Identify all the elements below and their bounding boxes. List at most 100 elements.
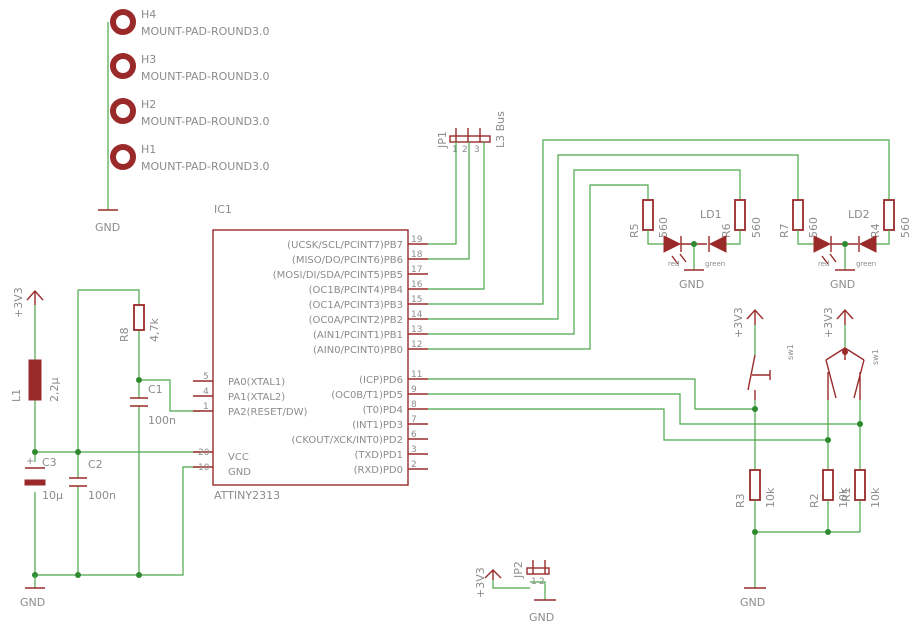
hole-h3: H3 MOUNT-PAD-ROUND3.0 — [110, 53, 270, 83]
pin-number: 17 — [411, 265, 422, 275]
r8-value: 4,7k — [148, 318, 161, 342]
jp2-pin1: 1 — [531, 577, 537, 587]
gnd-label-jp2: GND — [529, 611, 554, 624]
svg-text:1: 1 — [452, 145, 458, 155]
r1-ref: R1 — [840, 487, 853, 502]
jp1-pin2: 2 — [462, 145, 468, 155]
capacitor-c3: + — [24, 456, 46, 486]
pin-label: PA1(XTAL2) — [228, 392, 285, 403]
supply-arrow-left — [26, 289, 44, 305]
pin-label: (OC0B/T1)PD5 — [331, 390, 403, 401]
junction — [857, 421, 863, 427]
gnd-label-ld1: GND — [679, 278, 704, 291]
power-section: +3V3 L1 2,2µ + C3 10µ C2 100n R8 4,7k C1… — [10, 287, 200, 609]
resistor-r2 — [822, 469, 834, 501]
pin-number: 10 — [198, 463, 210, 473]
switch-section: +3V3 +3V3 sw1 sw1 R3 10k R2 10k R1 10k — [428, 307, 882, 609]
supply-arrow-jp2 — [484, 569, 502, 580]
hole-h2: H2 MOUNT-PAD-ROUND3.0 — [110, 98, 270, 128]
resistor-r5 — [642, 199, 654, 231]
supply-arrow-sw-b — [836, 308, 854, 325]
r3-value: 10k — [764, 487, 777, 508]
pin-number: 12 — [411, 340, 422, 350]
r1-value: 10k — [869, 487, 882, 508]
pin-label: (RXD)PD0 — [354, 465, 403, 476]
led-section: R5 560 R6 560 LD1 red green GND R7 560 R… — [428, 139, 912, 350]
r8-c1-wire — [78, 289, 200, 575]
capacitor-c1 — [130, 397, 148, 407]
ld1-red-label: red — [668, 260, 679, 268]
r7-ref: R7 — [778, 223, 791, 238]
jp2-pin2: 2 — [539, 577, 545, 587]
gnd-label-left: GND — [20, 596, 45, 609]
jp2-wires — [492, 580, 546, 600]
gnd-label-sw: GND — [740, 596, 765, 609]
pulldown-wires-top — [754, 400, 861, 470]
pin-label: (AIN1/PCINT1)PB1 — [313, 330, 403, 341]
wire-pd5 — [428, 393, 861, 425]
ic1-ref: IC1 — [214, 203, 232, 216]
junction — [136, 572, 142, 578]
hole-h4-value: MOUNT-PAD-ROUND3.0 — [141, 25, 270, 38]
ld1-wires — [647, 230, 741, 270]
hole-h4: H4 MOUNT-PAD-ROUND3.0 — [110, 8, 270, 38]
junction — [75, 449, 81, 455]
hole-h4-ref: H4 — [141, 8, 156, 21]
junction — [752, 406, 758, 412]
svg-text:+: + — [26, 456, 34, 467]
hole-h3-value: MOUNT-PAD-ROUND3.0 — [141, 70, 270, 83]
pin-number: 8 — [411, 400, 417, 410]
pin-number: 19 — [411, 235, 423, 245]
pin-label: PA2(RESET/DW) — [228, 407, 307, 418]
wire-pb2 — [428, 154, 799, 320]
pin-number: 13 — [411, 325, 422, 335]
pin-label: (OC0A/PCINT2)PB2 — [309, 315, 403, 326]
r8-ref: R8 — [118, 327, 131, 342]
pin-number: 11 — [411, 370, 422, 380]
junction — [32, 449, 38, 455]
inductor-l1 — [28, 359, 42, 401]
hole-h1-ref: H1 — [141, 143, 156, 156]
power-rail-left — [34, 305, 200, 575]
jp2-connector: +3V3 JP2 1 2 GND — [474, 560, 556, 624]
pin-number: 7 — [411, 415, 417, 425]
pin-label: (MOSI/DI/SDA/PCINT5)PB5 — [273, 270, 403, 281]
r2-ref: R2 — [808, 493, 821, 508]
ic1-value: ATTINY2313 — [214, 489, 280, 502]
junction — [75, 572, 81, 578]
junction — [825, 437, 831, 443]
pin-label: (INT1)PD3 — [352, 420, 403, 431]
l1-ref: L1 — [10, 389, 23, 402]
c3-value: 10µ — [42, 489, 63, 502]
pin-number: 6 — [411, 430, 417, 440]
pin-number: 5 — [203, 372, 209, 382]
supply-label-sw-b: +3V3 — [822, 307, 835, 338]
jp1-ref: JP1 — [436, 131, 449, 149]
hole-h3-ref: H3 — [141, 53, 156, 66]
l1-value: 2,2µ — [48, 378, 61, 403]
pin-number: 9 — [411, 385, 417, 395]
ld1-green-label: green — [705, 260, 725, 268]
ic1-left-pins: PA0(XTAL1) PA1(XTAL2) PA2(RESET/DW) VCC … — [193, 372, 307, 478]
supply-label-jp2: +3V3 — [474, 567, 487, 598]
pin-number: 2 — [411, 460, 417, 470]
pin-number: 1 — [203, 402, 209, 412]
pin-label: (TXD)PD1 — [354, 450, 403, 461]
pulldown-gnd-wires — [754, 500, 861, 588]
pin-label: (MISO/DO/PCINT6)PB6 — [292, 255, 403, 266]
r5-value: 560 — [657, 217, 670, 238]
hole-h1: H1 MOUNT-PAD-ROUND3.0 — [110, 143, 270, 173]
ic1-body — [212, 229, 409, 486]
pin-number: 16 — [411, 280, 423, 290]
led-ld2 — [813, 235, 877, 265]
c3-ref: C3 — [42, 456, 57, 469]
pin-label: (CKOUT/XCK/INT0)PD2 — [292, 435, 404, 446]
c1-value: 100n — [148, 414, 176, 427]
ld2-ref: LD2 — [848, 208, 870, 221]
pin-label: (T0)PD4 — [363, 405, 403, 416]
junction — [825, 529, 831, 535]
wire-pb3 — [428, 139, 890, 305]
pin-number: 4 — [203, 387, 209, 397]
